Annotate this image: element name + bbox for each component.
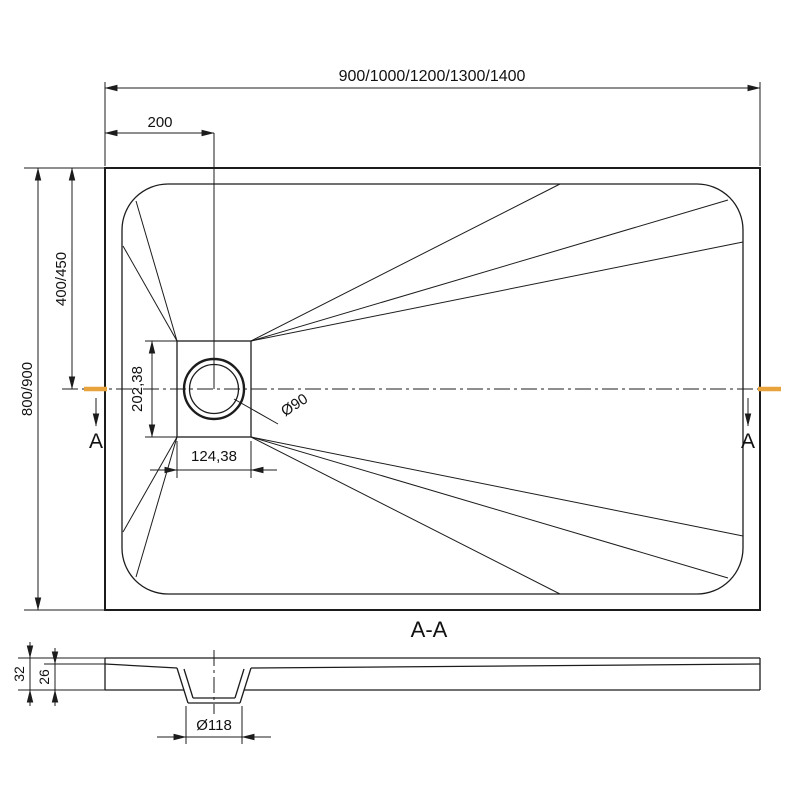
top-view: 900/1000/1200/1300/1400 200 800/900 400/… xyxy=(19,68,781,611)
leader-drain-dia xyxy=(233,398,279,425)
section-view: A-A xyxy=(11,617,761,744)
dim-depth-label: 800/900 xyxy=(19,362,36,416)
dim-width-label: 900/1000/1200/1300/1400 xyxy=(339,68,526,85)
dim-height-outer-label: 32 xyxy=(11,666,27,682)
dimension-lines-top-view xyxy=(34,84,761,611)
dim-recess-dia-label: Ø118 xyxy=(196,717,232,734)
dim-drain-dia-label: Ø90 xyxy=(278,390,311,420)
dim-plate-height-label: 202,38 xyxy=(129,366,146,412)
section-title: A-A xyxy=(411,617,448,642)
dimension-lines-section xyxy=(26,642,271,741)
dim-drain-offset-label: 200 xyxy=(147,114,172,131)
dim-height-inner-label: 26 xyxy=(36,669,52,685)
section-letter-left: A xyxy=(89,430,103,453)
dim-plate-width-label: 124,38 xyxy=(191,448,237,465)
section-profile xyxy=(104,657,761,704)
extension-lines-top-view xyxy=(24,82,761,611)
section-letter-right: A xyxy=(741,430,755,453)
slope-lines xyxy=(122,183,744,595)
dim-drain-center-label: 400/450 xyxy=(53,252,70,306)
